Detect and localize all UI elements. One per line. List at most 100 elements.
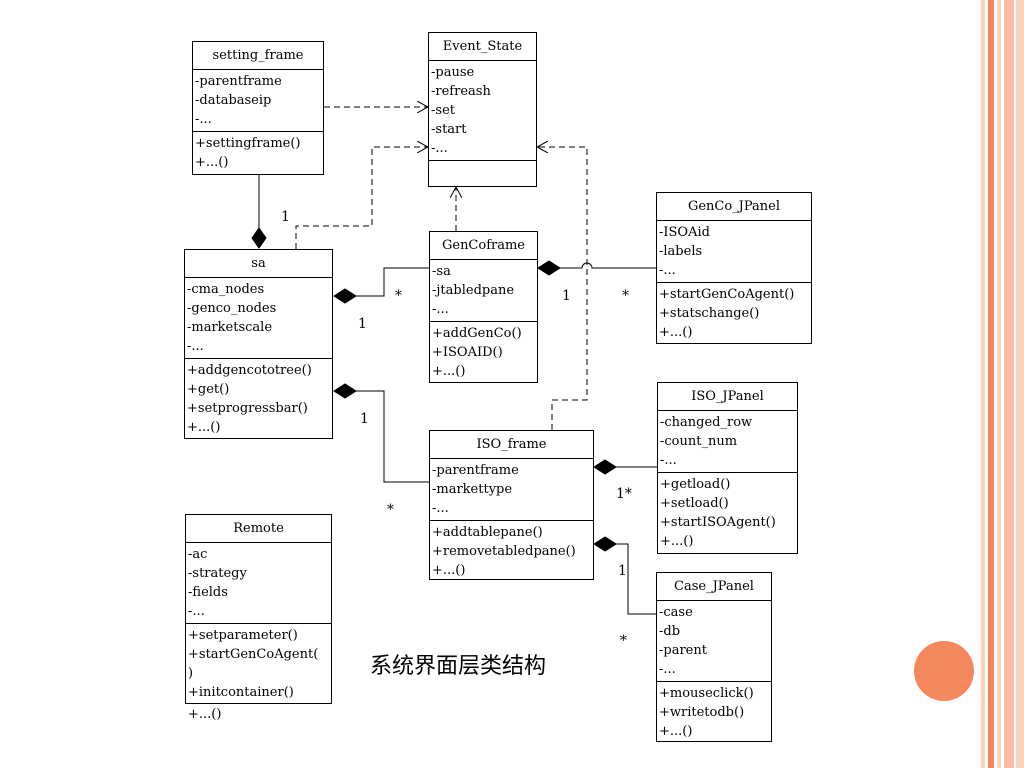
- class-event-state: Event_State -pause -refreash -set -start…: [428, 32, 537, 187]
- attributes-section: -changed_row -count_num -...: [658, 411, 797, 472]
- operation: +...(): [187, 420, 221, 435]
- attribute: -fields: [188, 585, 228, 600]
- operations-section: [429, 160, 536, 187]
- operations-section: +addGenCo() +ISOAID() +...(): [430, 321, 537, 383]
- attribute: -genco_nodes: [187, 301, 277, 316]
- diamond-isoframe-right-2: [593, 536, 617, 552]
- multiplicity-label: 1: [618, 563, 627, 579]
- attribute: -parent: [659, 643, 707, 658]
- operation: +setprogressbar(): [187, 401, 308, 416]
- multiplicity-label: *: [387, 502, 394, 518]
- operation: +addtablepane(): [432, 525, 543, 540]
- class-iso-jpanel: ISO_JPanel -changed_row -count_num -... …: [657, 382, 798, 554]
- operations-section: +startGenCoAgent() +statschange() +...(): [657, 282, 811, 344]
- attribute: -...: [660, 453, 677, 468]
- attribute: -set: [431, 103, 455, 118]
- link-genco-gencopanel: [560, 262, 656, 269]
- class-name: Remote: [186, 515, 331, 543]
- operation: +setparameter(): [188, 628, 298, 643]
- class-name: Case_JPanel: [657, 573, 771, 601]
- operation: +...(): [432, 563, 466, 578]
- class-genco-jpanel: GenCo_JPanel -ISOAid -labels -... +start…: [656, 192, 812, 344]
- operation: +...(): [659, 724, 693, 739]
- link-sa-genco: [356, 267, 429, 297]
- multiplicity-label: 1: [358, 316, 367, 332]
- multiplicity-label: 1: [281, 209, 290, 225]
- operation: +initcontainer(): [188, 685, 294, 700]
- attribute: -db: [659, 624, 681, 639]
- attributes-section: -sa -jtabledpane -...: [430, 260, 537, 321]
- operation: +getload(): [660, 477, 731, 492]
- operation: +mouseclick(): [659, 686, 754, 701]
- attribute: -...: [431, 141, 448, 156]
- class-name: Event_State: [429, 33, 536, 61]
- attribute: -labels: [659, 244, 703, 259]
- operation: +...(): [660, 534, 694, 549]
- class-name: GenCo_JPanel: [657, 193, 811, 221]
- attribute: -changed_row: [660, 415, 753, 430]
- operation: +addgencototree(): [187, 363, 312, 378]
- attribute: -markettype: [432, 482, 513, 497]
- attribute: -pause: [431, 65, 475, 80]
- operation: +...(): [195, 155, 229, 170]
- decor-circle: [914, 641, 974, 701]
- attributes-section: -parentframe -markettype -...: [430, 459, 593, 520]
- attribute: -...: [187, 339, 204, 354]
- attribute: -ac: [188, 547, 208, 562]
- class-gencoframe: GenCoframe -sa -jtabledpane -... +addGen…: [429, 231, 538, 383]
- class-name: ISO_JPanel: [658, 383, 797, 411]
- operation: +addGenCo(): [432, 326, 522, 341]
- attribute: -marketscale: [187, 320, 273, 335]
- diamond-sa-right-2: [333, 383, 357, 399]
- attributes-section: -parentframe -databaseip -...: [193, 70, 323, 131]
- operations-section: +mouseclick() +writetodb() +...(): [657, 681, 771, 743]
- attribute: -sa: [432, 264, 451, 279]
- attribute: -start: [431, 122, 467, 137]
- operation: +ISOAID(): [432, 345, 503, 360]
- diamond-sa-top: [251, 227, 267, 249]
- operation: +startGenCoAgent(: [188, 647, 319, 662]
- operation: +get(): [187, 382, 230, 397]
- link-isoframe-case: [616, 543, 656, 615]
- attribute: -jtabledpane: [432, 283, 515, 298]
- operation: +...(): [188, 707, 222, 722]
- operation: +setload(): [660, 496, 729, 511]
- attributes-section: -case -db -parent -...: [657, 601, 771, 681]
- attribute: -...: [659, 263, 676, 278]
- attribute: -...: [432, 501, 449, 516]
- dep-sa-to-event: [295, 147, 428, 249]
- operation: +startGenCoAgent(): [659, 287, 795, 302]
- class-remote: Remote -ac -strategy -fields -... +setpa…: [185, 514, 332, 722]
- attributes-section: -ac -strategy -fields -...: [186, 543, 331, 623]
- operations-section: +addtablepane() +removetabledpane() +...…: [430, 520, 593, 582]
- decor-stripe-3: [997, 0, 1001, 768]
- diamond-isoframe-right-1: [593, 459, 617, 475]
- attributes-section: -cma_nodes -genco_nodes -marketscale -..…: [185, 278, 332, 358]
- class-name: GenCoframe: [430, 232, 537, 260]
- multiplicity-label: 1: [562, 288, 571, 304]
- class-sa: sa -cma_nodes -genco_nodes -marketscale …: [184, 249, 333, 439]
- attribute: -refreash: [431, 84, 491, 99]
- attribute: -...: [659, 662, 676, 677]
- attribute: -parentframe: [195, 74, 282, 89]
- operations-section: +settingframe() +...(): [193, 131, 323, 174]
- operations-section: +getload() +setload() +startISOAgent() +…: [658, 472, 797, 553]
- operation: +...(): [432, 364, 466, 379]
- attributes-section: -pause -refreash -set -start -...: [429, 61, 536, 160]
- attribute: -parentframe: [432, 463, 519, 478]
- operation: ): [188, 666, 194, 681]
- attribute: -...: [195, 112, 212, 127]
- attribute: -strategy: [188, 566, 247, 581]
- attributes-section: -ISOAid -labels -...: [657, 221, 811, 282]
- operations-section: +addgencototree() +get() +setprogressbar…: [185, 358, 332, 439]
- attribute: -...: [188, 604, 205, 619]
- diamond-gencoframe-right: [537, 260, 561, 276]
- operation: +statschange(): [659, 306, 760, 321]
- attribute: -cma_nodes: [187, 282, 265, 297]
- decor-stripe-2: [988, 0, 994, 768]
- class-name: setting_frame: [193, 42, 323, 70]
- multiplicity-label: *: [622, 288, 629, 304]
- operation: +writetodb(): [659, 705, 745, 720]
- multiplicity-label: *: [395, 288, 402, 304]
